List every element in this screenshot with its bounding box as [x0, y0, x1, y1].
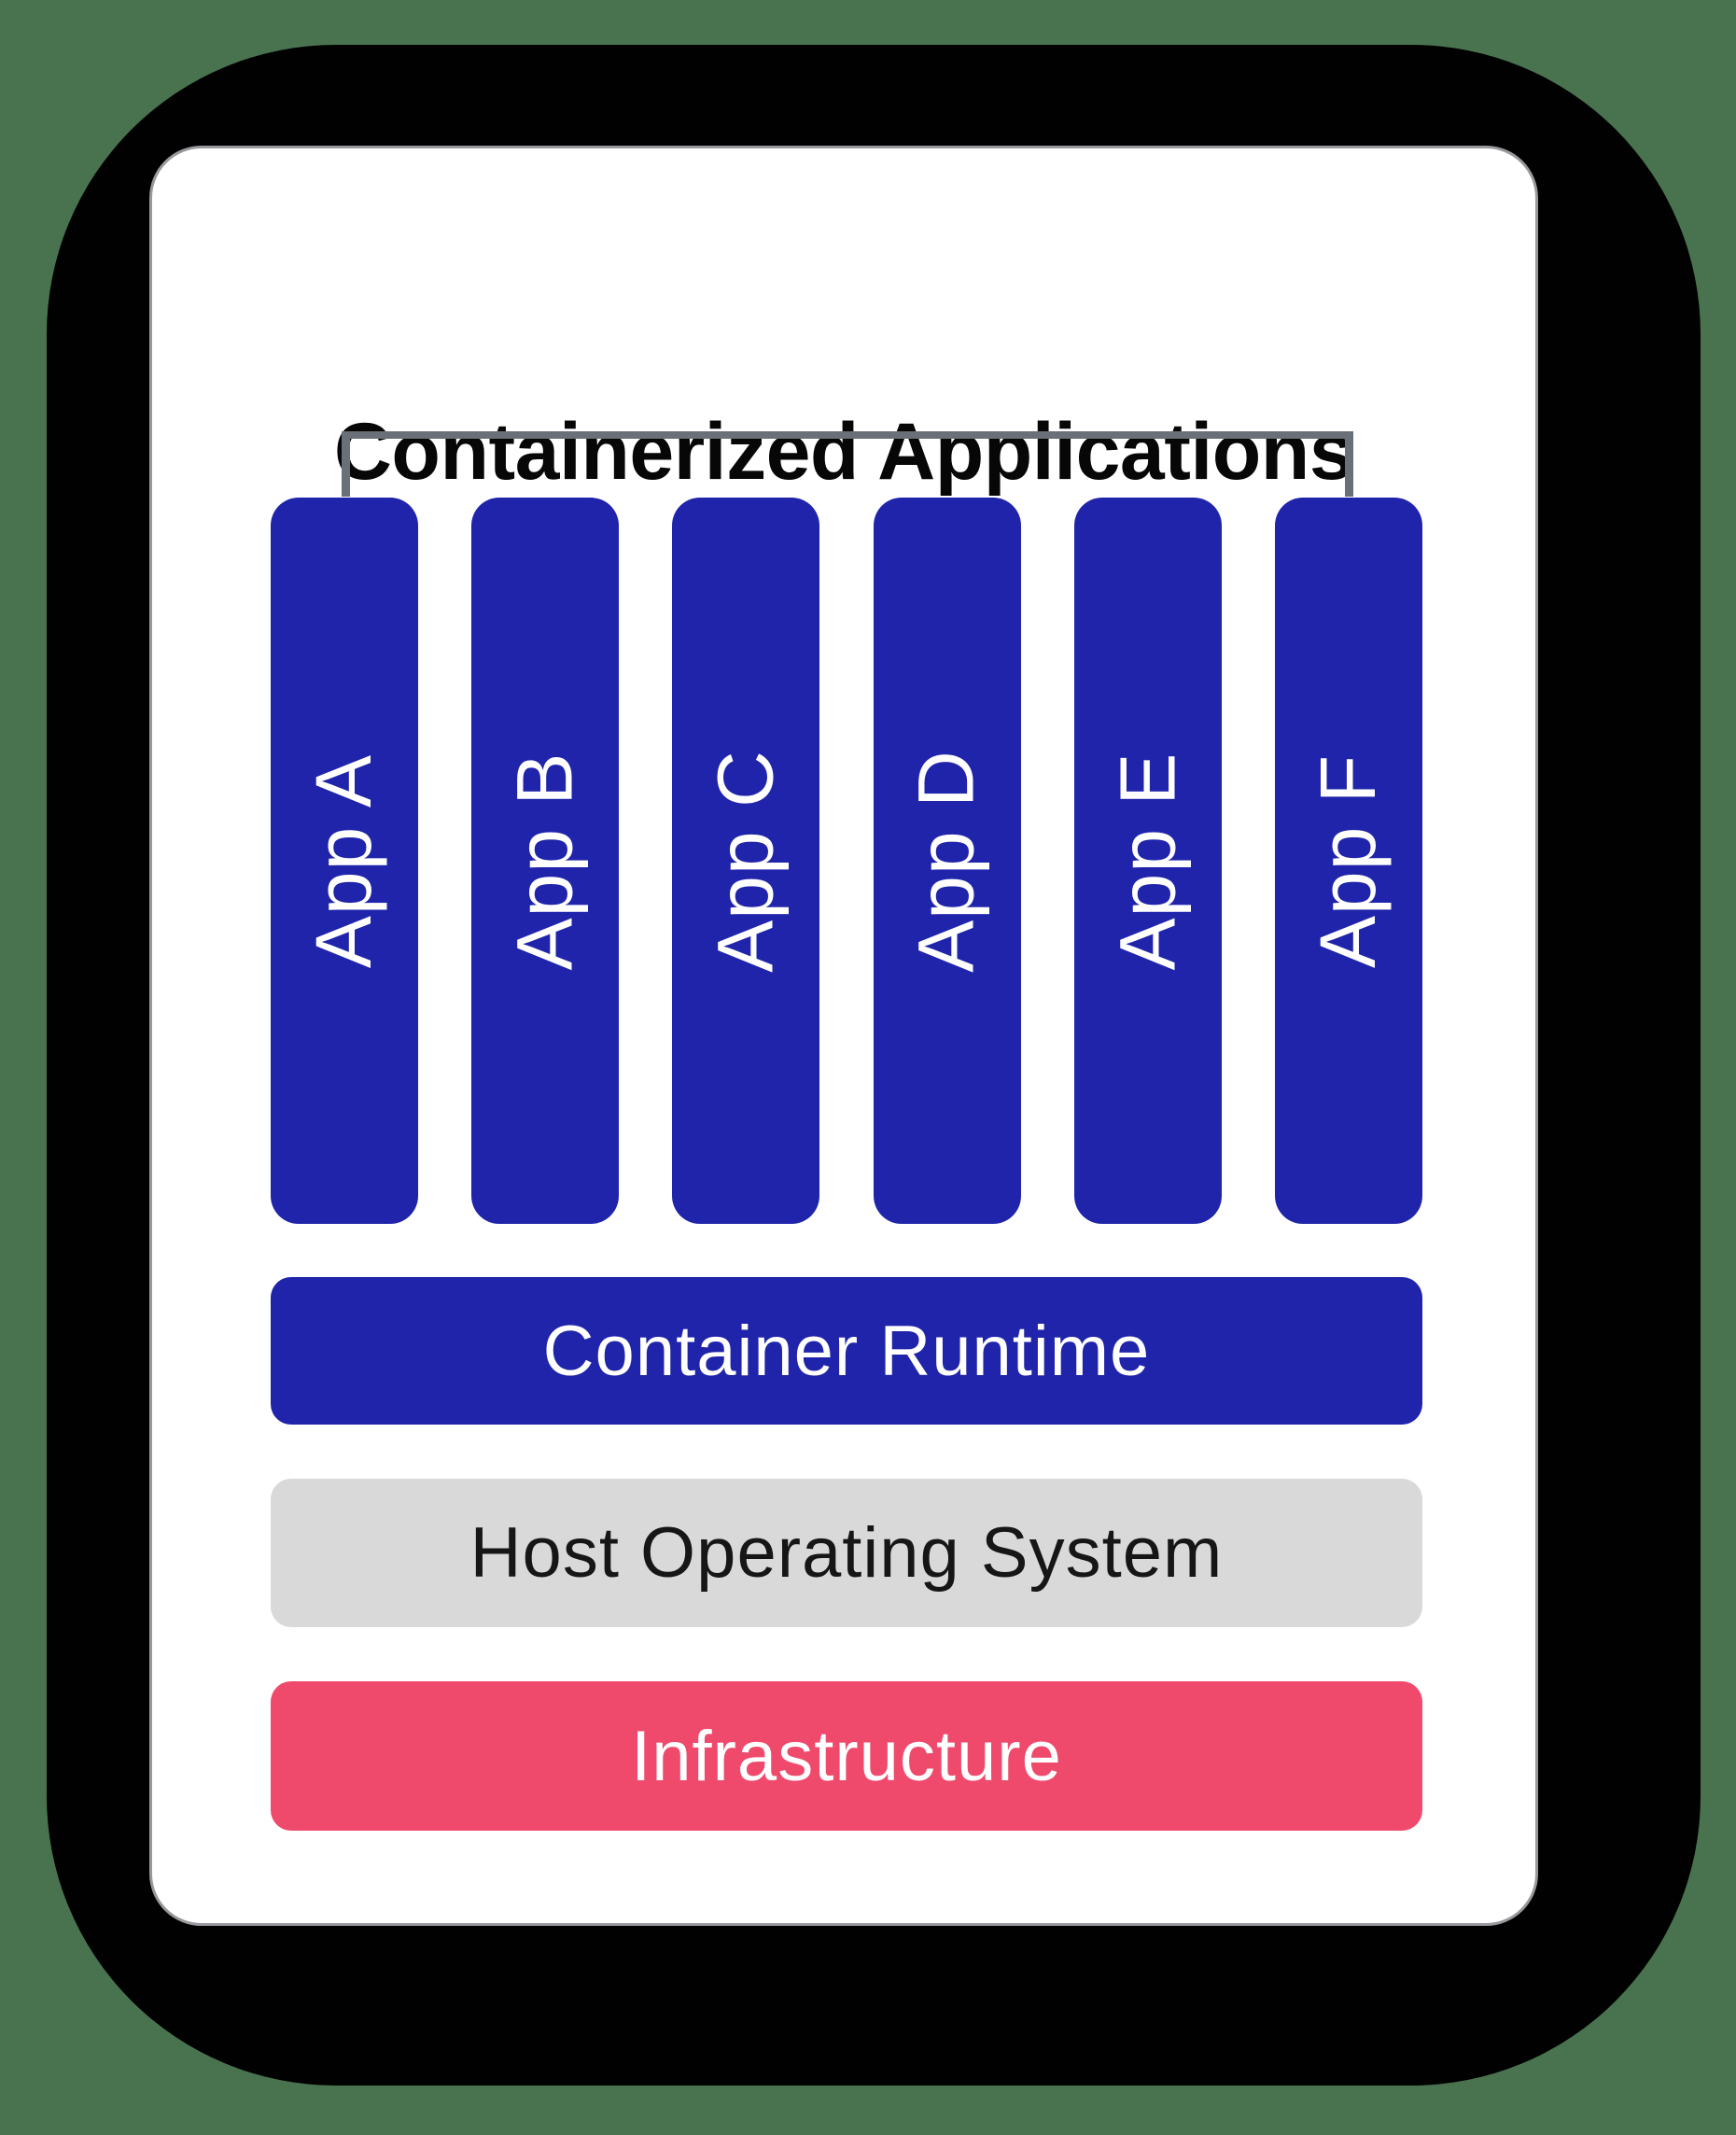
app-bar-f: App F: [1274, 498, 1422, 1224]
layer-host-operating-system: Host Operating System: [271, 1479, 1422, 1627]
app-bar-label: App F: [1304, 753, 1393, 968]
layer-infrastructure: Infrastructure: [271, 1681, 1422, 1831]
app-bar-label: App A: [300, 753, 388, 968]
bracket-stub-left: [342, 431, 350, 497]
layer-label: Infrastructure: [631, 1716, 1062, 1796]
layer-label: Host Operating System: [469, 1513, 1224, 1593]
app-bar-label: App B: [500, 751, 589, 970]
app-bar-c: App C: [672, 498, 820, 1224]
layer-label: Container Runtime: [542, 1311, 1151, 1391]
bracket-stub-right: [1345, 431, 1353, 497]
app-bar-label: App E: [1103, 751, 1192, 970]
diagram-card: Containerized Applications App A App B A…: [149, 146, 1538, 1926]
layer-container-runtime: Container Runtime: [271, 1277, 1422, 1425]
app-bar-label: App C: [701, 749, 790, 973]
app-bar-b: App B: [471, 498, 620, 1224]
app-bar-e: App E: [1073, 498, 1222, 1224]
app-bar-d: App D: [873, 498, 1021, 1224]
app-container-row: App A App B App C App D App E App F: [271, 498, 1422, 1224]
diagram-title: Containerized Applications: [333, 407, 1354, 497]
app-bar-label: App D: [903, 749, 991, 973]
app-bar-a: App A: [271, 498, 418, 1224]
bracket-line-horizontal: [342, 431, 1353, 439]
